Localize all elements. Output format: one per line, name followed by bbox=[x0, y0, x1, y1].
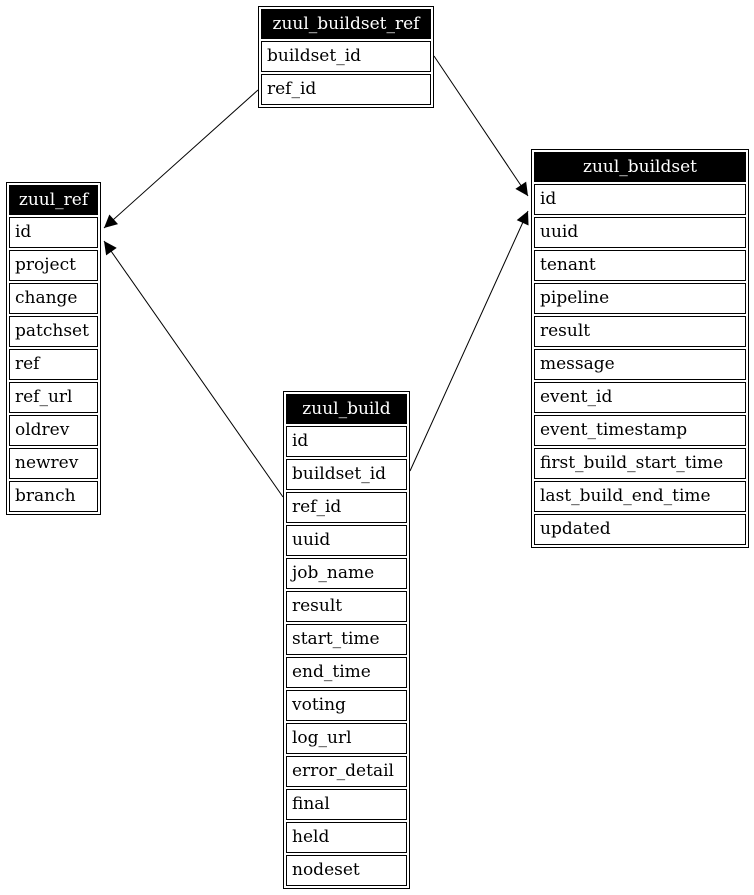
table-row-buildset_id: buildset_id bbox=[286, 459, 407, 490]
table-row-log_url: log_url bbox=[286, 723, 407, 754]
table-title: zuul_buildset_ref bbox=[261, 9, 431, 39]
table-row-last_build_end_time: last_build_end_time bbox=[534, 481, 746, 512]
table-row-oldrev: oldrev bbox=[9, 415, 98, 446]
table-row-tenant: tenant bbox=[534, 250, 746, 281]
table-row-ref: ref bbox=[9, 349, 98, 380]
table-row-ref_id: ref_id bbox=[286, 492, 407, 523]
edge-build-to-ref bbox=[103, 240, 284, 498]
table-row-job_name: job_name bbox=[286, 558, 407, 589]
table-row-nodeset: nodeset bbox=[286, 855, 407, 886]
table-row-event_id: event_id bbox=[534, 382, 746, 413]
edge-build-to-buildset bbox=[409, 210, 529, 472]
table-row-result: result bbox=[534, 316, 746, 347]
table-row-pipeline: pipeline bbox=[534, 283, 746, 314]
table-row-branch: branch bbox=[9, 481, 98, 512]
table-title: zuul_build bbox=[286, 394, 407, 424]
table-row-ref_id: ref_id bbox=[261, 74, 431, 105]
table-row-voting: voting bbox=[286, 690, 407, 721]
table-row-id: id bbox=[534, 184, 746, 215]
table-row-error_detail: error_detail bbox=[286, 756, 407, 787]
table-row-uuid: uuid bbox=[286, 525, 407, 556]
edge-buildset-ref-to-buildset bbox=[433, 55, 529, 197]
table-title: zuul_buildset bbox=[534, 152, 746, 182]
table-row-newrev: newrev bbox=[9, 448, 98, 479]
table-row-result: result bbox=[286, 591, 407, 622]
table-row-final: final bbox=[286, 789, 407, 820]
table-row-patchset: patchset bbox=[9, 316, 98, 347]
table-row-project: project bbox=[9, 250, 98, 281]
table-row-id: id bbox=[9, 217, 98, 248]
edge-buildset-ref-to-ref bbox=[103, 89, 259, 229]
table-row-end_time: end_time bbox=[286, 657, 407, 688]
table-row-ref_url: ref_url bbox=[9, 382, 98, 413]
table-row-message: message bbox=[534, 349, 746, 380]
table-row-first_build_start_time: first_build_start_time bbox=[534, 448, 746, 479]
table-row-start_time: start_time bbox=[286, 624, 407, 655]
table-row-buildset_id: buildset_id bbox=[261, 41, 431, 72]
table-row-id: id bbox=[286, 426, 407, 457]
table-row-held: held bbox=[286, 822, 407, 853]
table-row-updated: updated bbox=[534, 514, 746, 545]
table-title: zuul_ref bbox=[9, 185, 98, 215]
table-row-change: change bbox=[9, 283, 98, 314]
table-row-uuid: uuid bbox=[534, 217, 746, 248]
table-row-event_timestamp: event_timestamp bbox=[534, 415, 746, 446]
